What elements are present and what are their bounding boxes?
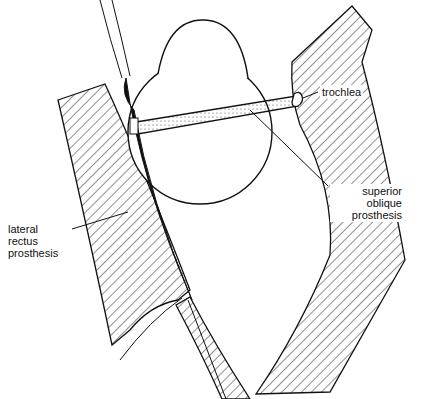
- upper-outline: [112, 0, 130, 76]
- right-orbital-wall: [256, 6, 405, 394]
- superior-oblique-prosthesis: [136, 96, 298, 134]
- cornea: [158, 20, 248, 78]
- upper-outline: [100, 0, 122, 78]
- tendon-attachment: [130, 118, 138, 134]
- lower-outline: [120, 298, 182, 360]
- part-label: trochlea: [320, 85, 363, 99]
- part-label: superior oblique prosthesis: [330, 184, 404, 222]
- part-label: lateral rectus prosthesis: [6, 222, 72, 260]
- leader-line: [303, 92, 318, 98]
- leader-line: [250, 110, 328, 186]
- floor-wall: [176, 297, 250, 399]
- lateral-rectus-prosthesis: [124, 78, 192, 300]
- lower-outline: [188, 300, 226, 399]
- trochlea: [292, 92, 303, 106]
